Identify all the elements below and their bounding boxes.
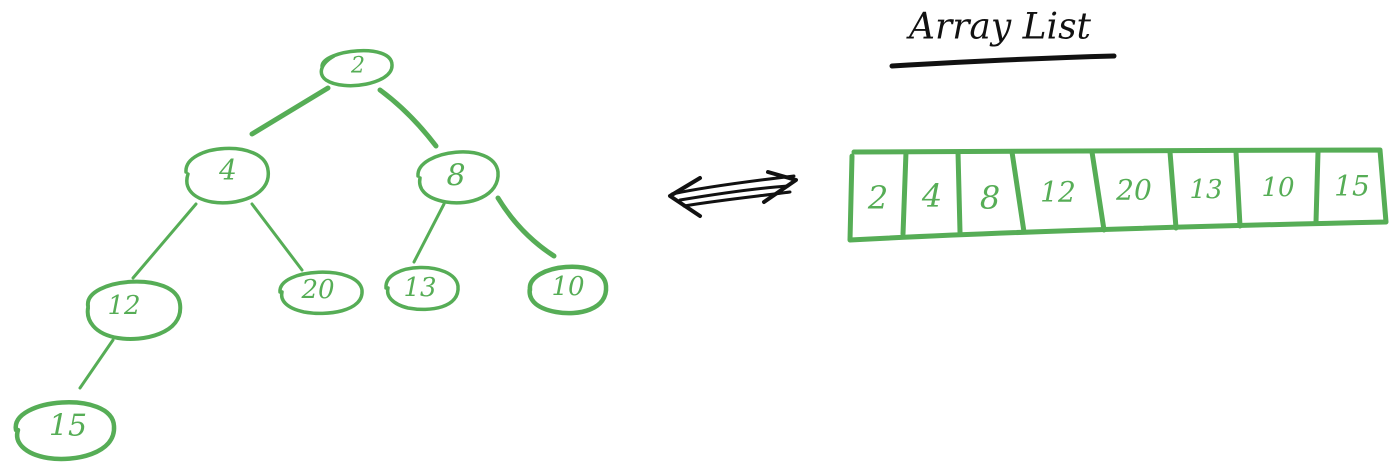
tree-edges — [78, 85, 557, 390]
tree-node-label: 12 — [107, 291, 140, 321]
tree-node: 12 — [85, 279, 183, 341]
array-divider — [1313, 149, 1321, 225]
tree-nodes: 2 4 8 12 20 13 10 15 — [13, 48, 609, 462]
title-text: Array List — [906, 7, 1092, 48]
edge-8-10 — [495, 195, 557, 259]
edge-12-15 — [78, 338, 115, 390]
array-cell-label: 20 — [1115, 174, 1152, 207]
array-cell-label: 4 — [921, 177, 942, 215]
title-underline — [889, 53, 1117, 69]
tree-node-label: 2 — [350, 54, 365, 79]
tree-node: 4 — [184, 146, 270, 205]
array-cell-label: 8 — [980, 179, 1000, 217]
array-cell-label: 15 — [1334, 170, 1370, 203]
double-arrow — [668, 170, 798, 218]
tree-node: 2 — [319, 48, 394, 88]
tree-node-label: 10 — [551, 272, 584, 302]
array-divider — [900, 149, 909, 237]
edge-4-12 — [131, 202, 198, 280]
tree-node: 8 — [416, 150, 500, 205]
array-divider — [1233, 149, 1243, 229]
tree-node: 15 — [13, 400, 117, 462]
array-cell-label: 10 — [1261, 173, 1294, 203]
array-cell-label: 13 — [1189, 175, 1222, 205]
tree-node: 10 — [527, 264, 609, 316]
array-divider — [955, 149, 963, 235]
tree-node: 20 — [278, 270, 364, 316]
edge-2-8 — [377, 87, 439, 149]
array-border — [847, 147, 1389, 243]
edge-2-4 — [249, 85, 331, 137]
edge-4-20 — [250, 202, 304, 272]
tree-node-label: 13 — [403, 273, 436, 303]
title-group: Array List — [889, 7, 1117, 69]
array-divider — [1089, 149, 1107, 233]
array-divider — [1167, 149, 1179, 231]
edge-8-13 — [412, 202, 446, 264]
array-cell-label: 12 — [1040, 176, 1076, 209]
array-cell-label: 2 — [867, 179, 888, 217]
array-list: 2 4 8 12 20 13 10 15 — [847, 147, 1389, 243]
array-divider — [1009, 149, 1027, 235]
tree-node: 13 — [384, 265, 460, 312]
tree-node-label: 4 — [218, 154, 237, 187]
tree-node-label: 20 — [300, 275, 334, 305]
tree-node-label: 8 — [446, 159, 465, 194]
tree-node-label: 15 — [49, 409, 87, 444]
